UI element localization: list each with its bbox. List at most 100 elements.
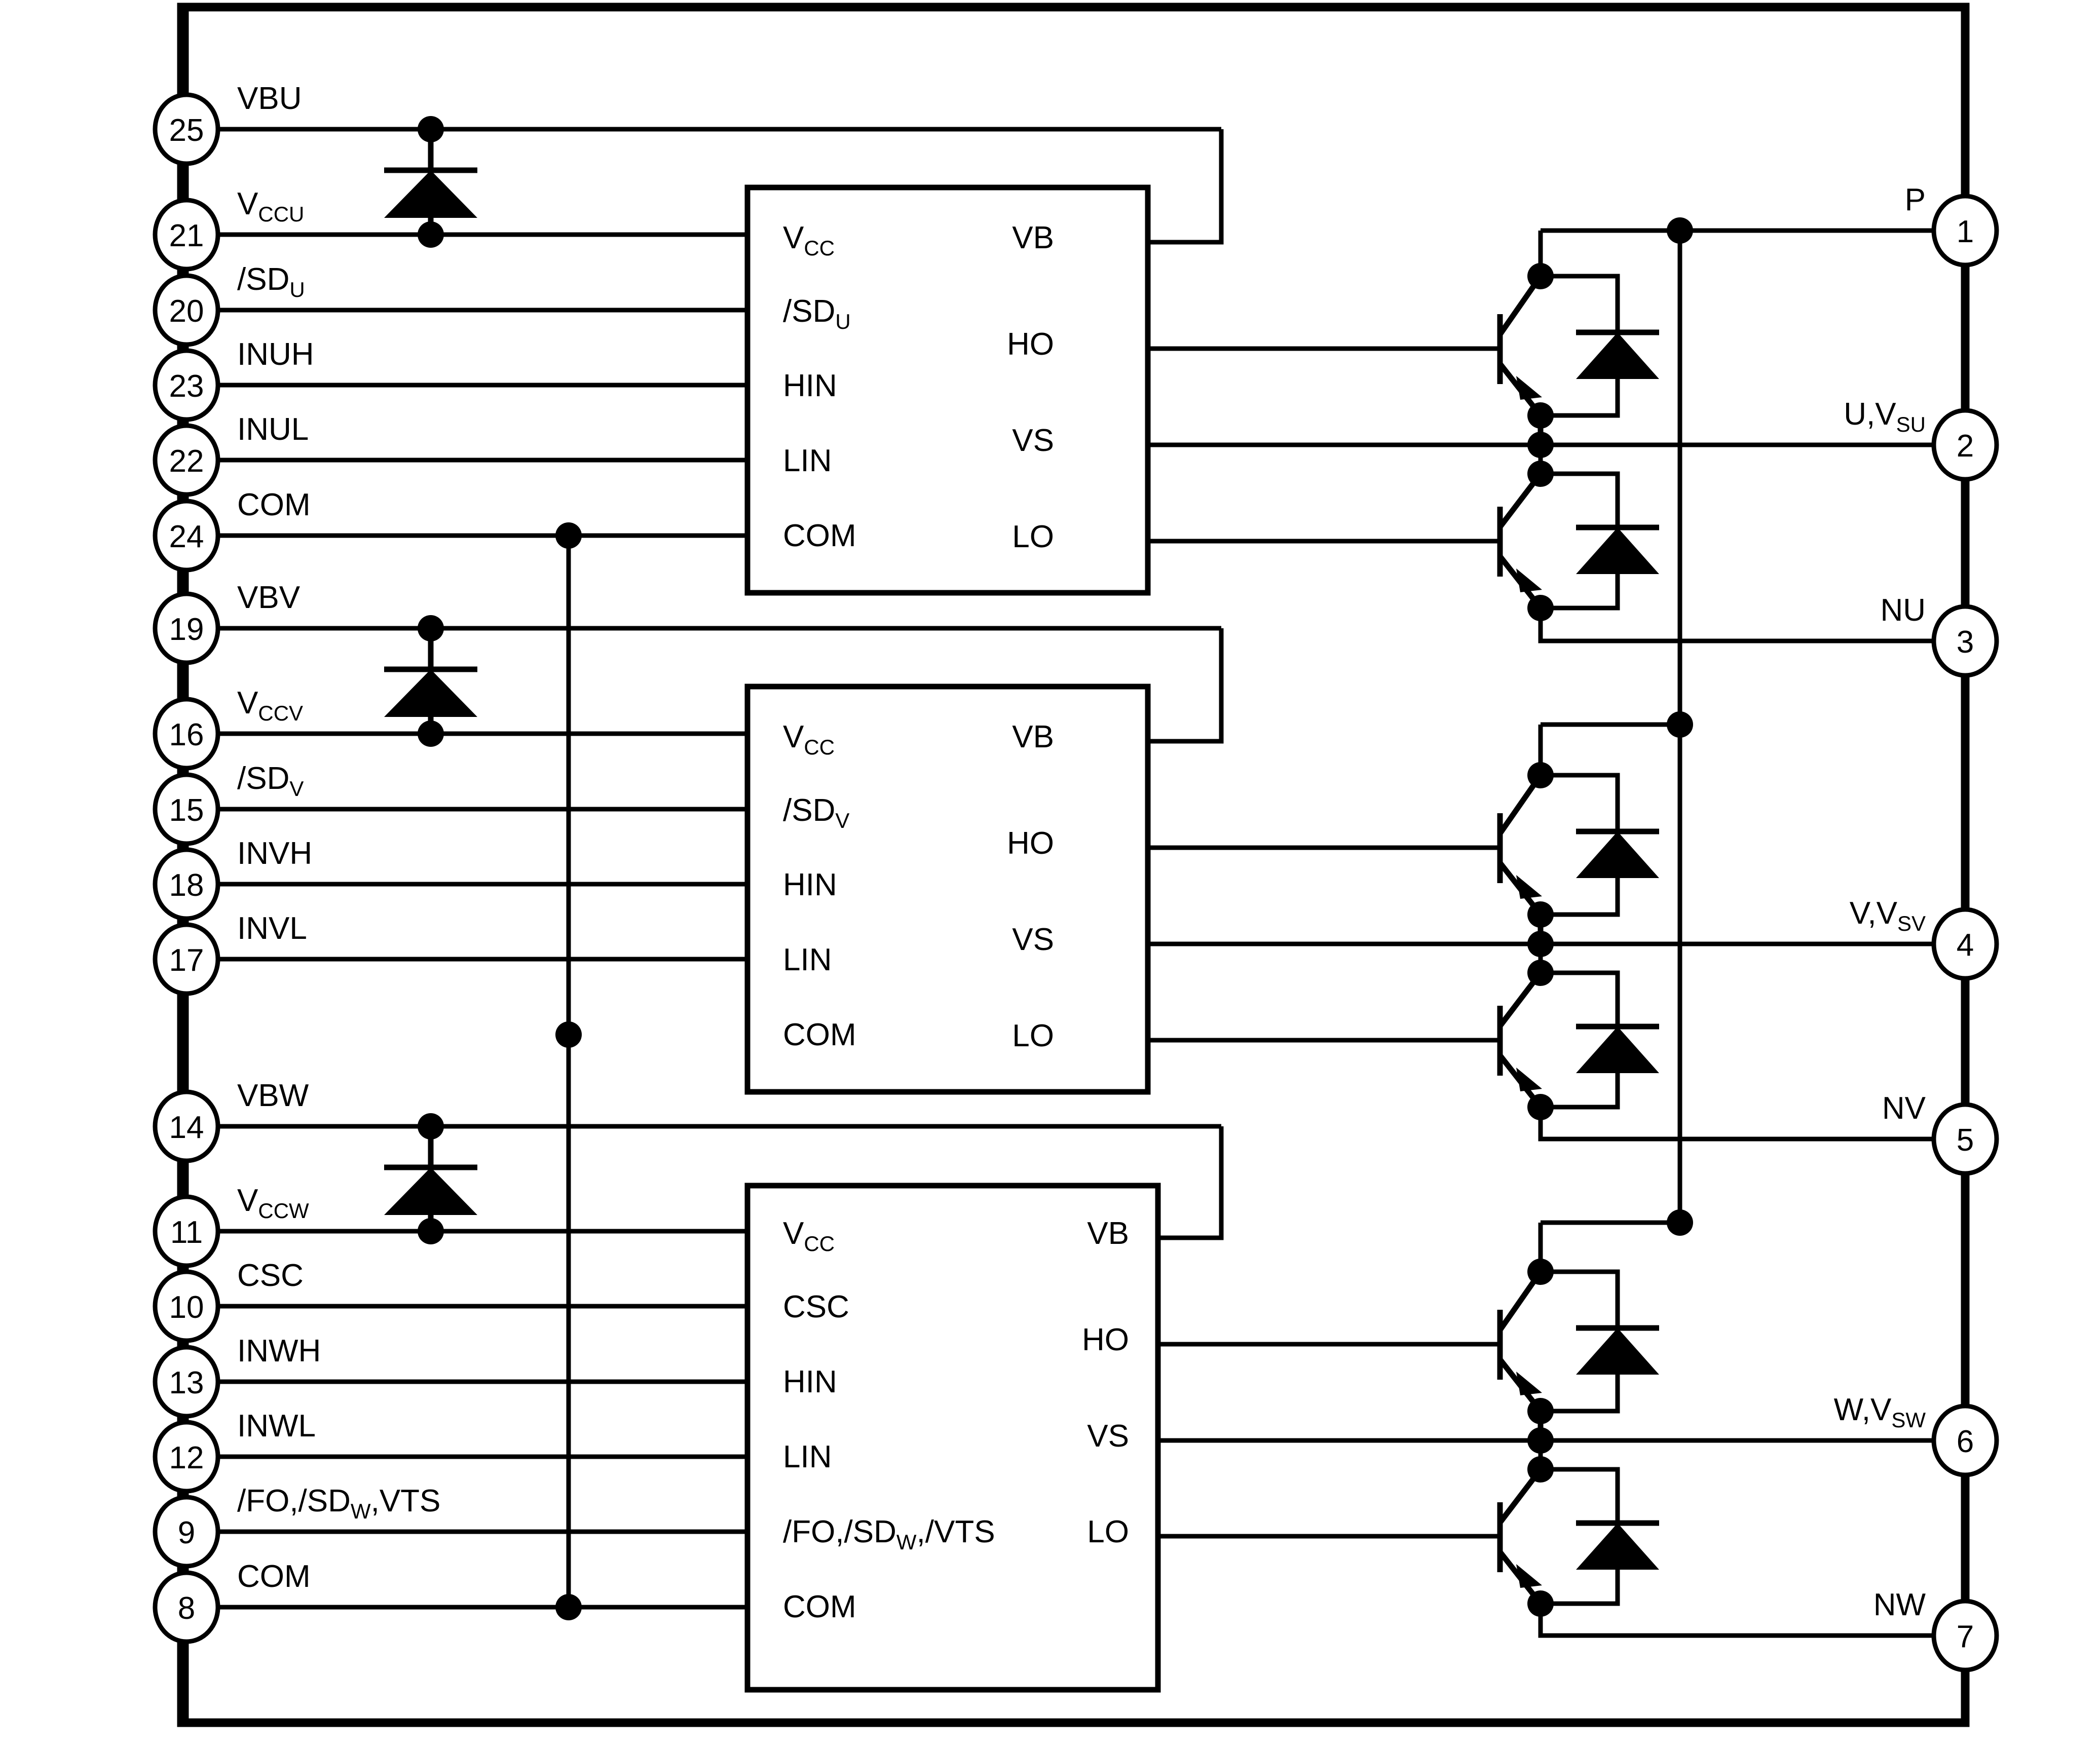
pin-12[interactable]: 12 INWL [153,1409,747,1494]
ic-u-right-label-vs: VS [1012,423,1054,458]
igbt-w-low [1497,1456,1554,1617]
power-leg-w [1497,1220,1965,1638]
ic-w-left-label-vcc: VCC [783,1216,835,1256]
gate-wires-u [1148,346,1562,544]
pin-24-label: COM [237,487,311,522]
pin-2[interactable]: 2 U,VSU [1844,397,1999,482]
pin-23[interactable]: 23 INUH [153,337,747,422]
bootstrap-diode-u [384,116,477,248]
pin-16-number: 16 [169,717,204,752]
pin-5[interactable]: 5 NV [1882,1091,1999,1176]
ic-v-left-label-com: COM [783,1017,856,1052]
pin-1-label: P [1905,182,1926,217]
pin-3[interactable]: 3 NU [1880,593,1999,678]
ic-v-right-label-vb: VB [1012,719,1054,754]
ic-block-w-phase[interactable]: VCC CSC HIN LIN /FO,/SDW,/VTS COM VB HO … [744,1183,1161,1693]
com-bus [555,522,582,1620]
ic-v-right-label-lo: LO [1012,1018,1054,1053]
pin-15-label: /SDV [237,761,304,801]
pin-4[interactable]: 4 V,VSV [1850,896,1999,981]
ic-w-right-label-vs: VS [1087,1419,1129,1454]
pin-18[interactable]: 18 INVH [153,836,747,921]
pin-14[interactable]: 14 VBW [153,1078,1221,1163]
pin-17[interactable]: 17 INVL [153,911,747,996]
pin-8[interactable]: 8 COM [153,1559,747,1644]
bootstrap-diode-v [384,615,477,747]
pin-3-number: 3 [1957,625,1974,660]
ic-v-left-label-vcc: VCC [783,719,835,759]
pin-14-label: VBW [237,1078,309,1113]
freewheel-diode-w-low [1541,1467,1659,1606]
pin-25[interactable]: 25 VBU [153,81,1221,166]
pin-10-label: CSC [237,1258,304,1293]
power-leg-v [1497,722,1965,1142]
ic-block-u-phase[interactable]: VCC /SDU HIN LIN COM VB HO VS LO [744,184,1151,596]
pin-16[interactable]: 16 VCCV [153,686,747,771]
pin-15[interactable]: 15 /SDV [153,761,747,846]
pin-21-label: VCCU [237,186,304,226]
pin-19-label: VBV [237,580,301,615]
pin-11-label: VCCW [237,1183,309,1223]
pin-4-number: 4 [1957,928,1974,963]
pin-9-number: 9 [178,1515,195,1550]
pin-3-label: NU [1880,593,1926,628]
ic-v-left-label-hin: HIN [783,867,837,902]
pin-1[interactable]: 1 P [1905,182,1999,268]
pin-13-label: INWH [237,1334,321,1369]
ic-w-right-label-ho: HO [1082,1322,1129,1357]
pin-11-number: 11 [170,1215,203,1250]
ic-w-left-label-csc: CSC [783,1289,849,1324]
pin-21[interactable]: 21 VCCU [153,186,747,272]
pin-19[interactable]: 19 VBV [153,580,1221,665]
pin-9[interactable]: 9 /FO,/SDW,VTS [153,1484,747,1569]
pin-20-label: /SDU [237,262,305,301]
pin-10-number: 10 [169,1290,204,1325]
pin-13-number: 13 [169,1365,204,1400]
pin-8-label: COM [237,1559,311,1594]
pin-17-label: INVL [237,911,307,946]
ic-u-left-label-vcc: VCC [783,220,835,260]
ic-v-right-label-ho: HO [1007,826,1054,861]
pin-20[interactable]: 20 /SDU [153,262,747,347]
right-pin-group: 1 P 2 U,VSU 3 NU 4 V,VSV 5 NV 6 W,VSW [1834,182,1999,1673]
pin-12-label: INWL [237,1409,316,1444]
bootstrap-diode-w [384,1113,477,1244]
pin-22[interactable]: 22 INUL [153,412,747,497]
pin-18-label: INVH [237,836,312,871]
pin-21-number: 21 [169,218,204,253]
ic-u-right-label-vb: VB [1012,220,1054,255]
pin-16-label: VCCV [237,686,303,725]
pin-2-number: 2 [1957,429,1974,464]
pin-11[interactable]: 11 VCCW [153,1183,747,1268]
pin-19-number: 19 [169,612,204,647]
pin-6-number: 6 [1957,1424,1974,1459]
igbt-u-low [1497,461,1554,621]
pin-10[interactable]: 10 CSC [153,1258,747,1343]
pin-14-number: 14 [169,1110,204,1145]
pin-6-label: W,VSW [1834,1392,1926,1432]
ic-block-v-phase[interactable]: VCC /SDV HIN LIN COM VB HO VS LO [744,683,1151,1095]
pin-12-number: 12 [169,1440,204,1475]
freewheel-diode-u-low [1541,471,1659,611]
freewheel-diode-u-high [1541,274,1659,418]
pin-5-label: NV [1882,1091,1926,1126]
pin-17-number: 17 [169,943,204,978]
pin-24[interactable]: 24 COM [153,487,747,573]
pin-2-label: U,VSU [1844,397,1926,436]
pin-9-label: /FO,/SDW,VTS [237,1484,440,1523]
igbt-v-low [1497,960,1554,1120]
left-pin-group: 25 VBU 21 VCCU 20 /SDU 23 INUH 22 [153,7,1221,1723]
pin-18-number: 18 [169,868,204,903]
pin-24-number: 24 [169,519,204,554]
ic-u-left-label-sd: /SDU [783,294,851,333]
pin-13[interactable]: 13 INWH [153,1334,747,1419]
ic-v-left-label-lin: LIN [783,942,832,977]
pin-23-label: INUH [237,337,314,372]
pin-7[interactable]: 7 NW [1873,1587,1999,1673]
pin-5-number: 5 [1957,1123,1974,1158]
pin-6[interactable]: 6 W,VSW [1834,1392,1999,1477]
power-leg-u [1497,228,1965,643]
pin-25-label: VBU [237,81,302,116]
